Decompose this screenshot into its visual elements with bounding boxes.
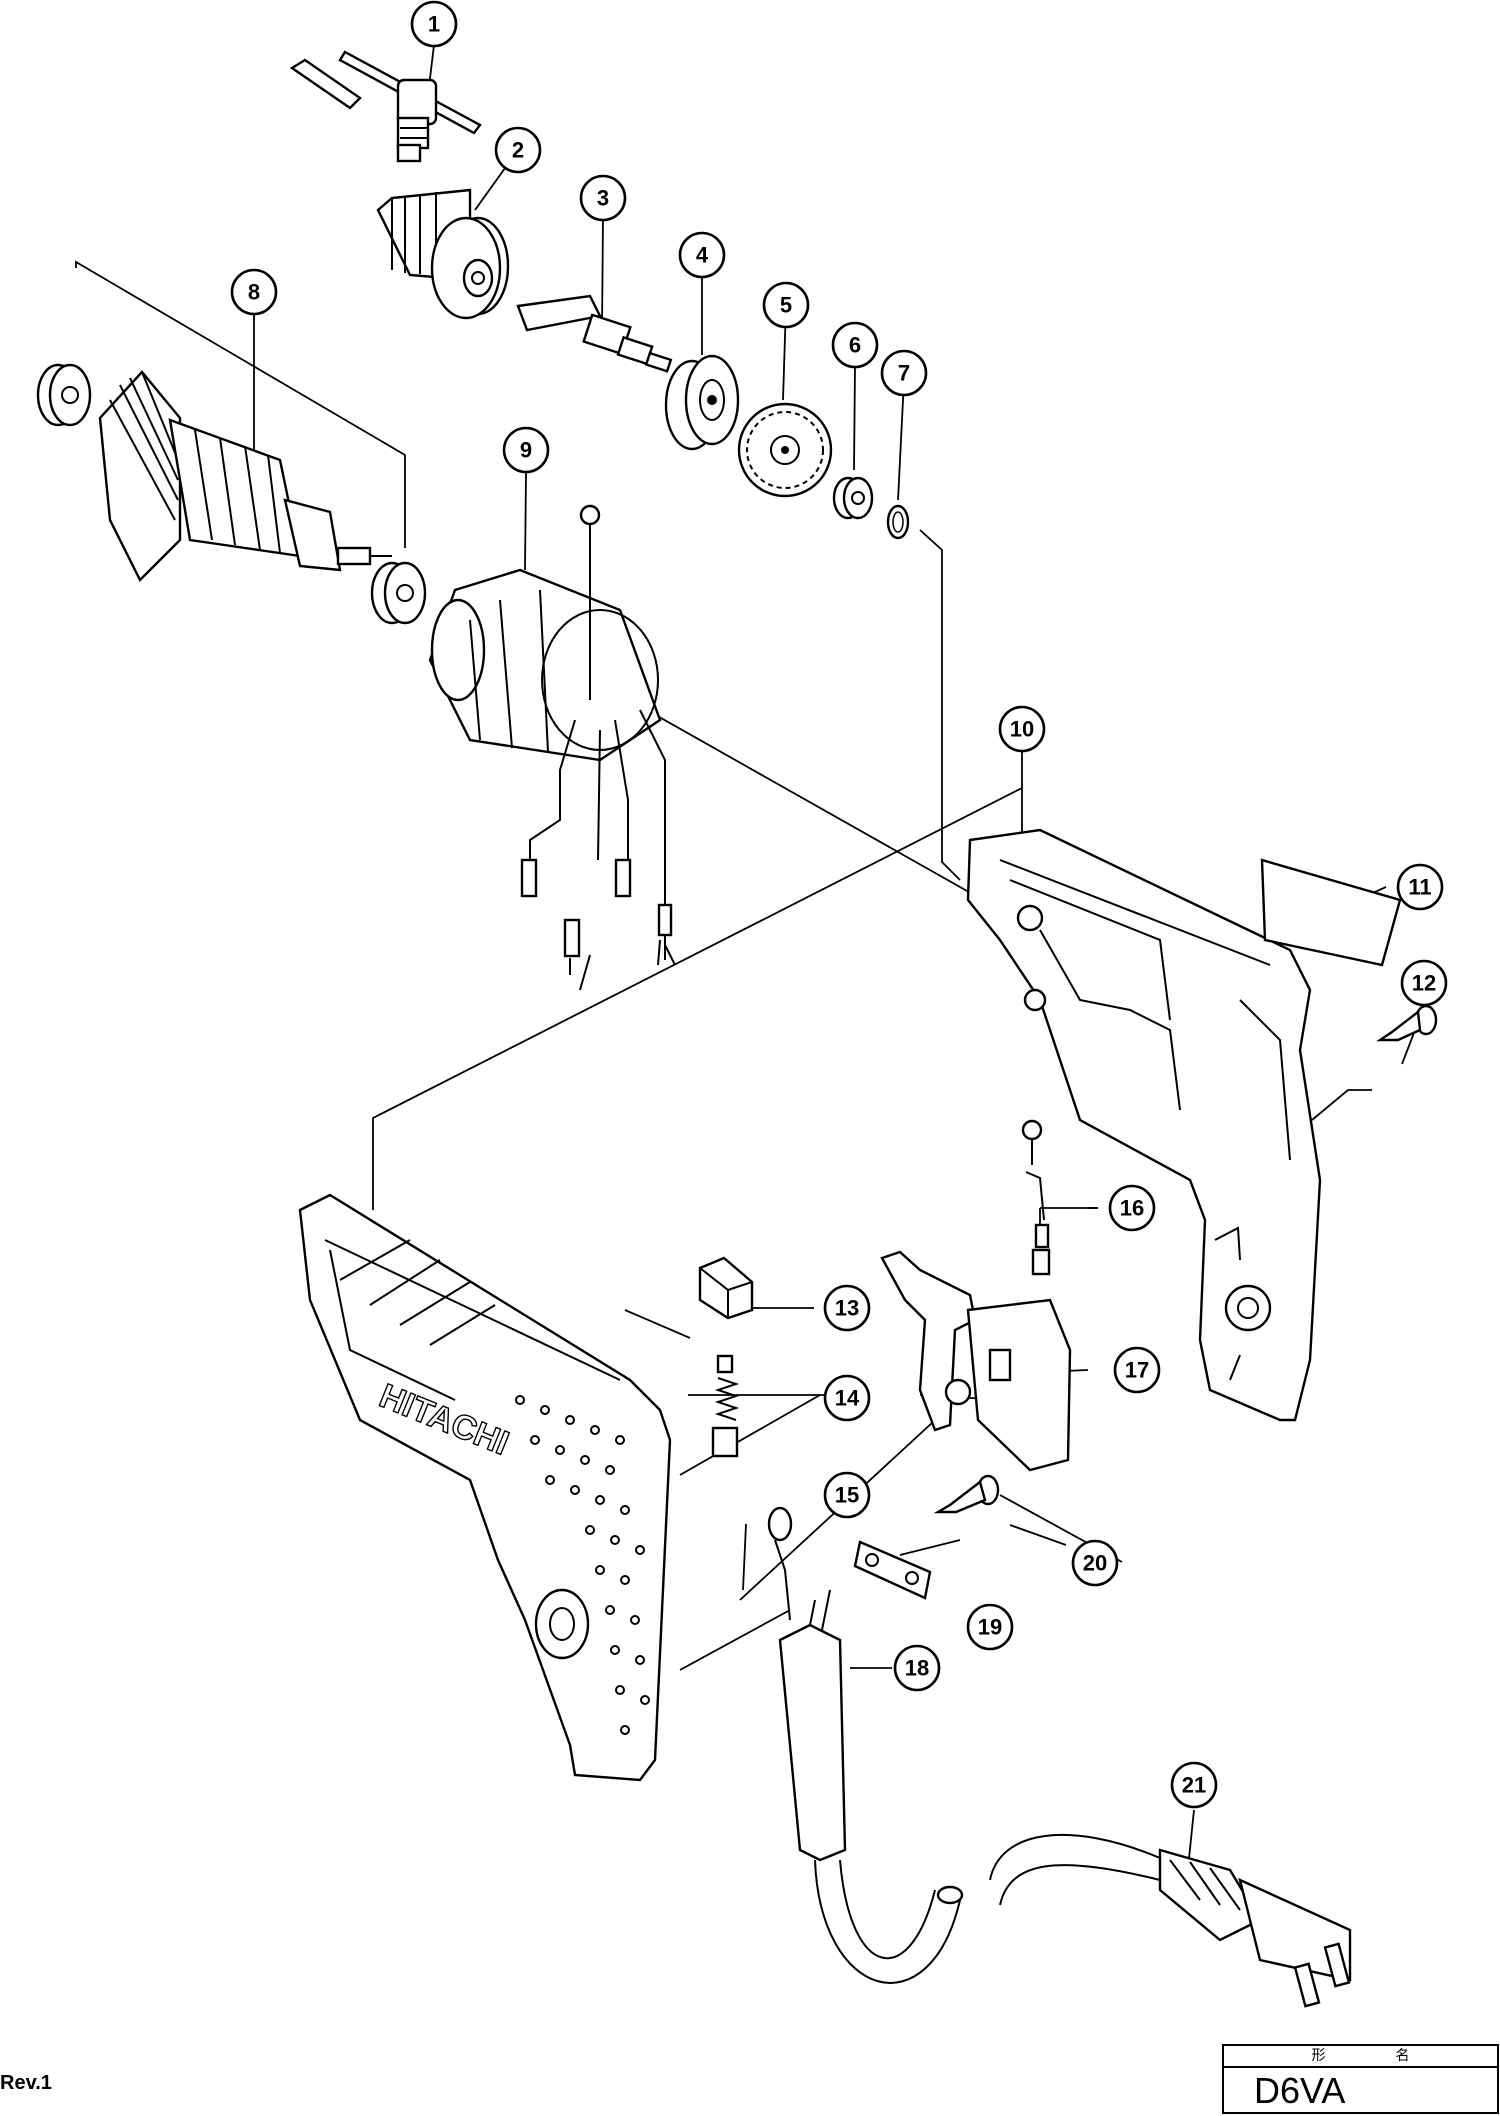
part-chuck-key	[289, 50, 482, 163]
svg-text:13: 13	[835, 1296, 859, 1321]
svg-text:6: 6	[849, 333, 861, 358]
part-tapping-screw-right	[1376, 1004, 1438, 1042]
part-bushing	[832, 476, 874, 520]
callout-4: 4	[678, 231, 726, 279]
callout-21: 21	[1170, 1761, 1218, 1809]
svg-text:12: 12	[1412, 971, 1436, 996]
part-cord-armor-clip	[767, 1506, 793, 1621]
callout-20: 20	[1071, 1539, 1119, 1587]
svg-text:15: 15	[835, 1483, 859, 1508]
svg-text:14: 14	[835, 1386, 860, 1411]
grip-dot-pattern	[515, 1395, 650, 1735]
part-tapping-screw-cord	[933, 1474, 1000, 1514]
callout-5: 5	[762, 281, 810, 329]
callout-17: 17	[1113, 1346, 1161, 1394]
svg-text:16: 16	[1120, 1196, 1144, 1221]
svg-text:2: 2	[512, 138, 524, 163]
part-internal-wire	[1021, 1119, 1051, 1276]
part-switch	[880, 1250, 1072, 1472]
part-cord-clip	[853, 1540, 932, 1600]
callout-16: 16	[1108, 1184, 1156, 1232]
revision-label: Rev.1	[0, 2072, 52, 2094]
callout-6: 6	[831, 321, 879, 369]
svg-text:19: 19	[978, 1615, 1002, 1640]
part-spindle	[516, 294, 673, 373]
part-brush-holder	[698, 1256, 754, 1320]
svg-text:9: 9	[520, 438, 532, 463]
part-gear	[737, 402, 833, 498]
svg-text:11: 11	[1408, 875, 1431, 900]
callout-1: 1	[410, 0, 458, 48]
callout-7: 7	[880, 349, 928, 397]
callout-14: 14	[823, 1374, 871, 1422]
part-housing-left: HITACHI	[298, 1193, 672, 1782]
model-title-block: 形 名 D6VA	[1222, 2044, 1499, 2114]
callout-12: 12	[1400, 959, 1448, 1007]
part-retaining-ring	[886, 504, 910, 540]
title-header-right: 名	[1395, 2048, 1410, 2064]
svg-text:3: 3	[597, 186, 609, 211]
model-name: D6VA	[1254, 2070, 1346, 2111]
part-cord-plug	[989, 1833, 1352, 2008]
title-block-header: 形 名	[1224, 2046, 1497, 2068]
svg-text:4: 4	[696, 243, 709, 268]
callout-10: 10	[998, 705, 1046, 753]
part-cord-armor	[778, 1589, 964, 1984]
svg-text:7: 7	[898, 361, 910, 386]
part-ball-bearing-rear	[370, 561, 427, 625]
callout-2: 2	[494, 126, 542, 174]
part-housing-right	[966, 828, 1322, 1422]
svg-text:1: 1	[428, 12, 440, 37]
part-ball-bearing-front	[664, 354, 740, 451]
callout-8: 8	[230, 268, 278, 316]
callout-3: 3	[579, 174, 627, 222]
part-armature	[36, 363, 392, 583]
title-header-left: 形	[1311, 2048, 1326, 2064]
svg-text:10: 10	[1010, 717, 1034, 742]
svg-text:20: 20	[1083, 1551, 1107, 1576]
callout-11: 11	[1396, 863, 1444, 911]
part-stator	[428, 504, 676, 991]
svg-text:21: 21	[1182, 1773, 1206, 1798]
callout-15: 15	[823, 1471, 871, 1519]
callout-13: 13	[823, 1284, 871, 1332]
svg-text:18: 18	[905, 1656, 929, 1681]
callout-9: 9	[502, 426, 550, 474]
callout-19: 19	[966, 1603, 1014, 1651]
part-carbon-brush	[711, 1354, 740, 1458]
svg-text:8: 8	[248, 280, 260, 305]
svg-text:5: 5	[780, 293, 792, 318]
svg-text:17: 17	[1125, 1358, 1149, 1383]
part-drill-chuck	[376, 188, 510, 320]
callout-18: 18	[893, 1644, 941, 1692]
part-name-plate	[1260, 858, 1402, 967]
